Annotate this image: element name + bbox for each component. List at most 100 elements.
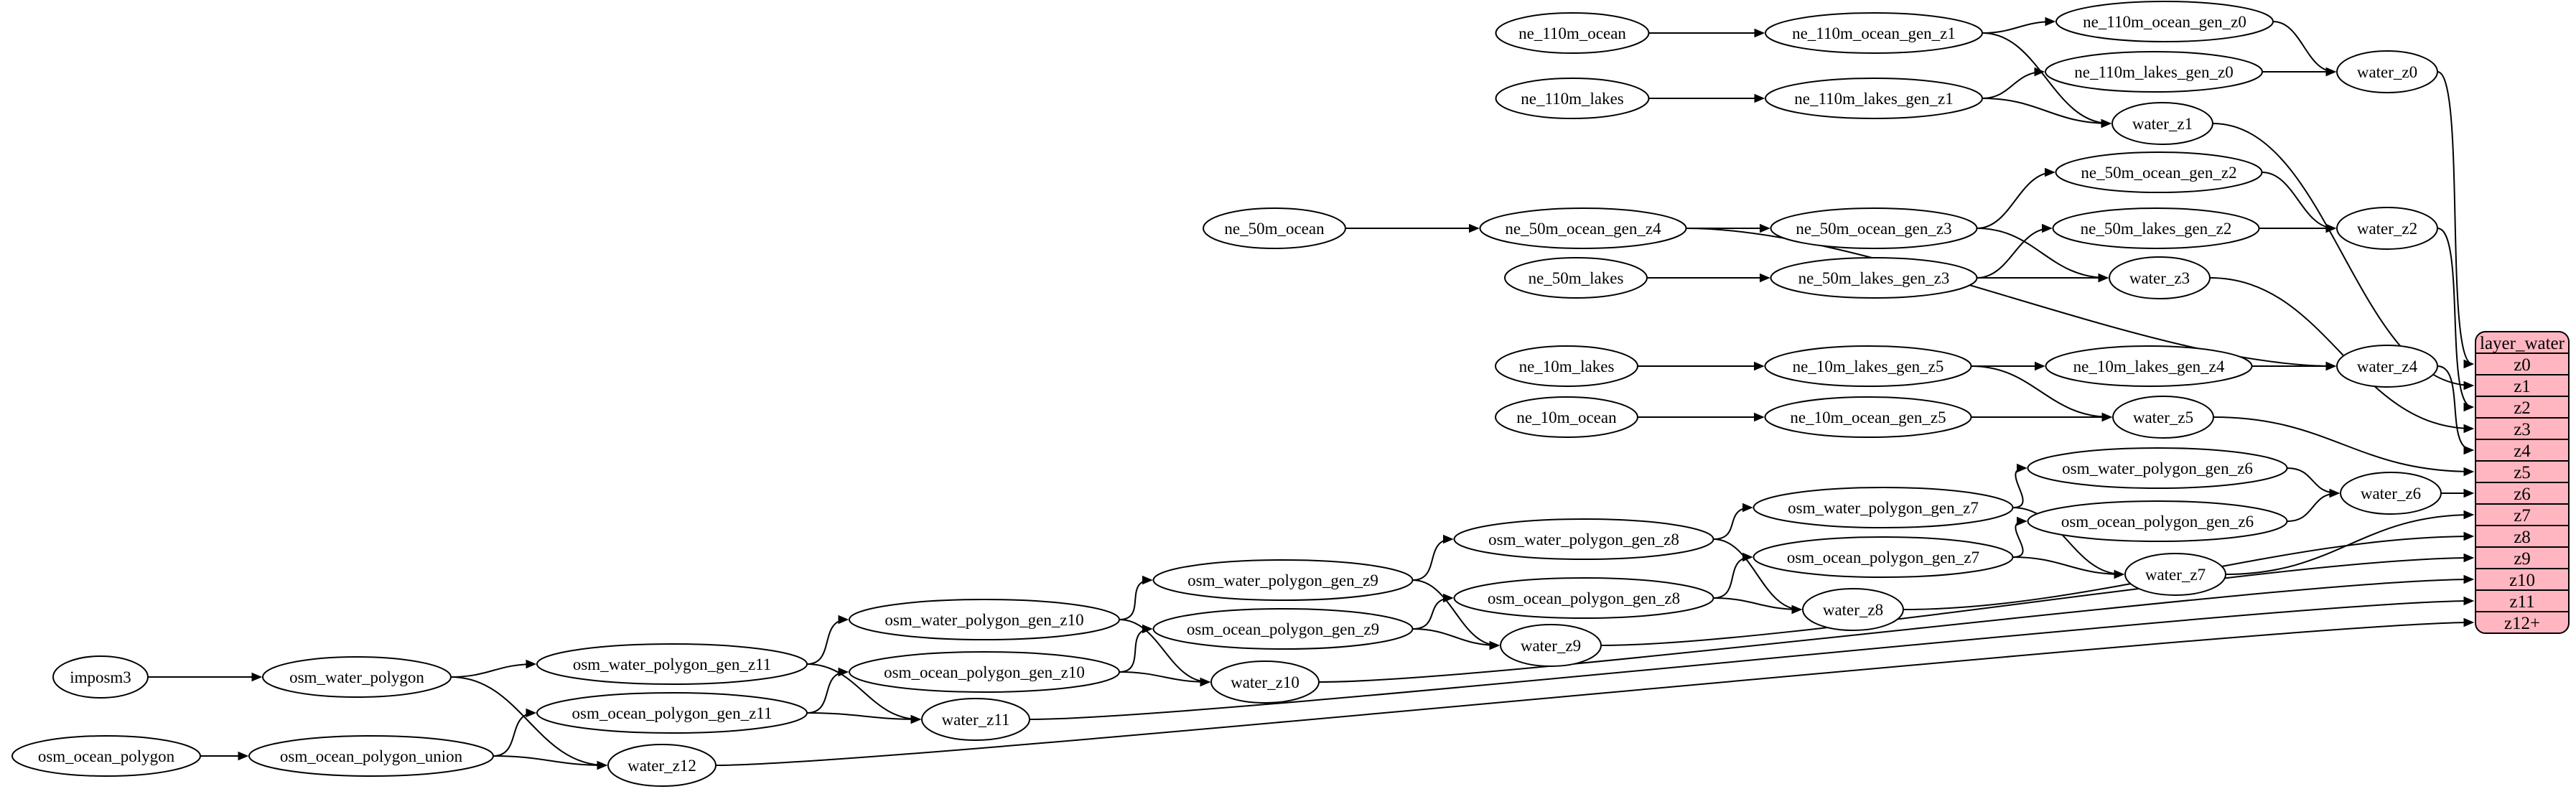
node-water_z6: water_z6 <box>2340 472 2442 515</box>
edge-water_z2-to-layer_water-z2 <box>2437 228 2475 412</box>
node-label-osm_ocean_polygon_gen_z11: osm_ocean_polygon_gen_z11 <box>572 704 773 722</box>
node-label-ne_50m_ocean_gen_z3: ne_50m_ocean_gen_z3 <box>1796 220 1951 238</box>
node-label-ne_10m_ocean_gen_z5: ne_10m_ocean_gen_z5 <box>1790 408 1946 426</box>
node-label-water_z11: water_z11 <box>942 711 1010 729</box>
node-label-water_z7: water_z7 <box>2145 566 2206 584</box>
edge-osm_water_polygon-to-water_z12 <box>450 676 608 770</box>
node-label-osm_water_polygon: osm_water_polygon <box>289 668 424 686</box>
node-ellipse-ne_110m_ocean_gen_z0 <box>2055 1 2274 42</box>
node-ellipse-ne_50m_lakes_gen_z3 <box>1770 257 1978 299</box>
node-ne_50m_ocean_gen_z2: ne_50m_ocean_gen_z2 <box>2055 151 2263 193</box>
edge-water_z5-to-layer_water-z5 <box>2213 416 2475 477</box>
table-row-z7: z7 <box>2514 506 2531 526</box>
node-label-water_z4: water_z4 <box>2357 358 2418 375</box>
table-row-z10: z10 <box>2509 571 2535 590</box>
edge-ne_10m_lakes_gen_z5-to-water_z5 <box>1971 365 2113 422</box>
edge-osm_ocean_polygon_union-to-water_z12 <box>493 755 608 770</box>
node-ellipse-osm_ocean_polygon_gen_z10 <box>849 651 1120 693</box>
node-label-ne_10m_lakes: ne_10m_lakes <box>1519 358 1615 375</box>
node-label-osm_water_polygon_gen_z7: osm_water_polygon_gen_z7 <box>1788 499 1979 517</box>
node-label-osm_ocean_polygon_union: osm_ocean_polygon_union <box>280 747 463 765</box>
node-ne_10m_ocean: ne_10m_ocean <box>1495 396 1638 438</box>
node-ellipse-osm_ocean_polygon_gen_z7 <box>1753 536 2014 578</box>
edge-osm_water_polygon_gen_z10-to-water_z10 <box>1119 619 1211 687</box>
node-ellipse-water_z10 <box>1210 660 1320 704</box>
node-label-osm_ocean_polygon_gen_z7: osm_ocean_polygon_gen_z7 <box>1787 548 1979 566</box>
table-row-z9: z9 <box>2514 549 2531 569</box>
edge-water_z12-to-layer_water-z12+ <box>715 617 2475 766</box>
layer-water-table: layer_waterz0z1z2z3z4z5z6z7z8z9z10z11z12… <box>2475 331 2570 634</box>
node-ellipse-ne_10m_lakes <box>1495 345 1638 387</box>
node-label-ne_110m_lakes_gen_z0: ne_110m_lakes_gen_z0 <box>2074 63 2233 81</box>
node-ellipse-water_z9 <box>1500 624 1602 667</box>
node-water_z8: water_z8 <box>1802 588 1904 631</box>
node-ellipse-water_z3 <box>2109 256 2211 299</box>
node-ne_50m_ocean: ne_50m_ocean <box>1203 207 1346 249</box>
node-osm_ocean_polygon: osm_ocean_polygon <box>11 735 201 777</box>
node-label-ne_50m_lakes: ne_50m_lakes <box>1529 269 1624 287</box>
node-label-osm_ocean_polygon_gen_z8: osm_ocean_polygon_gen_z8 <box>1488 589 1680 607</box>
edge-water_z10-to-layer_water-z10 <box>1318 574 2475 683</box>
node-ellipse-ne_50m_ocean_gen_z3 <box>1770 207 1978 249</box>
edge-osm_water_polygon_gen_z8-to-osm_water_polygon_gen_z7 <box>1713 503 1753 540</box>
edge-ne_110m_lakes_gen_z1-to-water_z1 <box>1982 98 2112 129</box>
node-label-water_z8: water_z8 <box>1823 601 1883 619</box>
edge-ne_110m_ocean_gen_z1-to-ne_110m_ocean_gen_z0 <box>1982 17 2056 34</box>
node-osm_water_polygon_gen_z8: osm_water_polygon_gen_z8 <box>1453 518 1714 560</box>
node-label-ne_10m_lakes_gen_z5: ne_10m_lakes_gen_z5 <box>1793 358 1944 375</box>
node-label-osm_ocean_polygon: osm_ocean_polygon <box>38 747 175 765</box>
node-label-water_z1: water_z1 <box>2132 115 2193 133</box>
table-row-z11: z11 <box>2509 592 2534 612</box>
node-ellipse-water_z1 <box>2111 102 2213 145</box>
node-label-ne_50m_lakes_gen_z2: ne_50m_lakes_gen_z2 <box>2081 220 2232 238</box>
node-ellipse-ne_10m_ocean <box>1495 396 1638 438</box>
edge-osm_water_polygon_gen_z9-to-water_z9 <box>1412 579 1501 650</box>
node-ellipse-osm_ocean_polygon <box>11 735 201 777</box>
node-label-osm_water_polygon_gen_z9: osm_water_polygon_gen_z9 <box>1187 571 1378 589</box>
node-water_z0: water_z0 <box>2336 50 2438 93</box>
edge-ne_110m_ocean_gen_z1-to-water_z1 <box>1982 32 2112 129</box>
edge-ne_50m_ocean_gen_z3-to-water_z3 <box>1977 228 2109 283</box>
edge-osm_water_polygon_gen_z6-to-water_z6 <box>2287 467 2341 498</box>
node-osm_water_polygon: osm_water_polygon <box>262 656 452 698</box>
edge-osm_water_polygon_gen_z10-to-osm_water_polygon_gen_z9 <box>1119 575 1153 620</box>
node-label-ne_110m_ocean_gen_z0: ne_110m_ocean_gen_z0 <box>2083 13 2246 31</box>
node-ne_110m_lakes: ne_110m_lakes <box>1495 78 1650 119</box>
node-ellipse-ne_50m_lakes <box>1504 257 1648 299</box>
node-label-osm_ocean_polygon_gen_z10: osm_ocean_polygon_gen_z10 <box>884 663 1085 681</box>
node-osm_water_polygon_gen_z10: osm_water_polygon_gen_z10 <box>849 599 1120 640</box>
node-ellipse-ne_110m_ocean_gen_z1 <box>1765 12 1983 54</box>
edge-osm_ocean_polygon_gen_z11-to-osm_ocean_polygon_gen_z10 <box>806 667 849 714</box>
edge-ne_50m_ocean_gen_z3-to-ne_50m_ocean_gen_z2 <box>1977 167 2055 229</box>
node-label-water_z0: water_z0 <box>2357 63 2417 81</box>
node-ellipse-ne_50m_lakes_gen_z2 <box>2052 207 2260 249</box>
node-osm_water_polygon_gen_z9: osm_water_polygon_gen_z9 <box>1152 559 1414 601</box>
node-ellipse-osm_water_polygon_gen_z10 <box>849 599 1120 640</box>
node-ellipse-water_z5 <box>2112 396 2214 439</box>
node-water_z2: water_z2 <box>2336 207 2438 250</box>
table-row-z1: z1 <box>2514 377 2531 396</box>
edge-osm_ocean_polygon_gen_z8-to-osm_ocean_polygon_gen_z7 <box>1713 552 1753 599</box>
edge-osm_water_polygon_gen_z11-to-water_z11 <box>806 663 922 724</box>
node-ellipse-osm_ocean_polygon_gen_z9 <box>1152 608 1414 650</box>
node-label-ne_50m_ocean: ne_50m_ocean <box>1224 220 1325 238</box>
node-ellipse-osm_ocean_polygon_gen_z8 <box>1453 577 1714 619</box>
node-label-water_z10: water_z10 <box>1231 673 1299 691</box>
edge-osm_water_polygon_gen_z8-to-water_z8 <box>1713 538 1803 615</box>
node-ne_50m_ocean_gen_z4: ne_50m_ocean_gen_z4 <box>1479 207 1687 249</box>
node-osm_water_polygon_gen_z7: osm_water_polygon_gen_z7 <box>1753 487 2014 528</box>
table-layer: layer_waterz0z1z2z3z4z5z6z7z8z9z10z11z12… <box>2475 331 2570 634</box>
edge-ne_110m_lakes_gen_z1-to-ne_110m_lakes_gen_z0 <box>1982 67 2045 99</box>
edge-osm_ocean_polygon_gen_z10-to-osm_ocean_polygon_gen_z9 <box>1119 624 1153 673</box>
node-ne_110m_ocean_gen_z1: ne_110m_ocean_gen_z1 <box>1765 12 1983 54</box>
table-row-z5: z5 <box>2514 463 2531 482</box>
table-row-z4: z4 <box>2514 442 2531 461</box>
node-label-ne_10m_ocean: ne_10m_ocean <box>1516 408 1617 426</box>
edge-ne_110m_ocean_gen_z0-to-water_z0 <box>2272 21 2337 77</box>
node-osm_water_polygon_gen_z6: osm_water_polygon_gen_z6 <box>2027 447 2288 489</box>
node-osm_ocean_polygon_gen_z8: osm_ocean_polygon_gen_z8 <box>1453 577 1714 619</box>
edge-ne_50m_ocean_gen_z2-to-water_z2 <box>2262 172 2337 233</box>
node-ellipse-water_z2 <box>2336 207 2438 250</box>
edge-osm_ocean_polygon_gen_z8-to-water_z8 <box>1713 597 1803 615</box>
